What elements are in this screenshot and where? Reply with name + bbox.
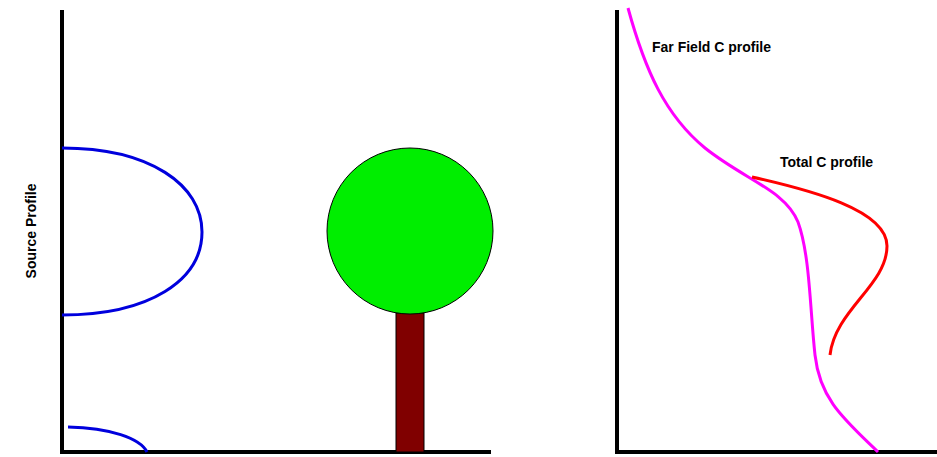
x-axis xyxy=(60,450,491,454)
axis-title: Source Profile xyxy=(24,184,38,279)
y-axis xyxy=(60,10,64,454)
curve-label: Total C profile xyxy=(780,155,873,169)
curve-label: Far Field C profile xyxy=(652,40,771,54)
y-axis xyxy=(615,10,619,454)
far-field-curve xyxy=(628,8,878,452)
source-curve-small xyxy=(68,427,147,452)
tree-trunk xyxy=(396,313,424,452)
tree-crown xyxy=(327,148,493,314)
x-axis xyxy=(615,450,937,454)
source-curve xyxy=(62,148,202,315)
total-curve xyxy=(752,177,887,355)
right-axes xyxy=(615,10,937,454)
